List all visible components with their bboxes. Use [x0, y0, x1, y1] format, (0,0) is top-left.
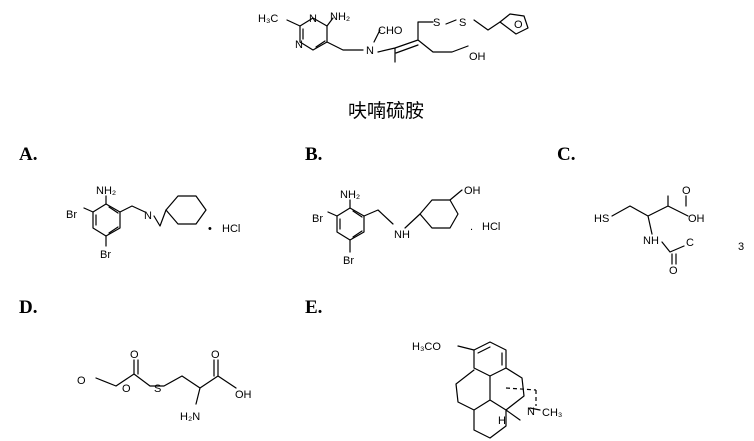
compound-title: 呋喃硫胺	[348, 100, 424, 122]
d-atom-s: S	[154, 383, 161, 395]
b-atom-n: N	[394, 229, 402, 241]
structure-c: HS OH O N H O C 3	[594, 185, 744, 277]
disulfide-chain	[445, 19, 501, 31]
b-salt-dot: .	[470, 221, 473, 233]
c-atom-h: H	[651, 235, 659, 247]
fursultiamine-structure: H₃C NH₂ N N N CHO S S OH O	[258, 11, 529, 63]
c-backbone	[611, 195, 689, 265]
structure-e: H₃CO N CH₃ H	[412, 341, 562, 439]
atom-s1: S	[433, 17, 440, 29]
atom-cho: CHO	[378, 25, 403, 37]
e-benzene-double-bonds	[477, 346, 503, 366]
atom-nh2: NH₂	[330, 11, 350, 23]
atom-oh: OH	[469, 51, 486, 63]
formyl-bond	[373, 29, 381, 43]
a-benzene-double-bonds	[95, 206, 119, 234]
c-atom-o: O	[682, 185, 691, 197]
c-atom-n: N	[643, 235, 651, 247]
a-salt-hcl: HCl	[222, 223, 240, 235]
b-substituent-bonds	[327, 199, 421, 253]
atom-n-amide: N	[366, 45, 374, 57]
d-atom-o-3: O	[211, 349, 220, 361]
e-atom-n: N	[527, 406, 535, 418]
a-atom-nh2: NH₂	[96, 185, 116, 197]
c-atom-hs: HS	[594, 213, 609, 225]
option-a-label: A.	[19, 144, 37, 165]
b-salt-hcl: HCl	[482, 221, 500, 233]
b-atom-oh: OH	[464, 185, 481, 197]
d-atom-o-1: O	[77, 375, 86, 387]
atom-h3c: H₃C	[258, 13, 278, 25]
b-benzene-ring	[336, 207, 365, 241]
b-atom-h: H	[402, 229, 410, 241]
a-atom-n: N	[144, 210, 152, 222]
b-cyclohexane-ring	[419, 199, 459, 229]
ene-double-bond	[395, 44, 419, 54]
e-n-methyl-bond	[529, 407, 541, 411]
d-atom-o-2: O	[122, 383, 131, 395]
structure-d: O O O S OH O H₂N	[77, 349, 252, 423]
e-bridge-dashes	[505, 387, 537, 406]
a-atom-br-2: Br	[100, 249, 111, 261]
thf-ring	[499, 13, 529, 35]
a-salt-dot: •	[208, 223, 212, 235]
a-cyclohexane-ring	[165, 195, 207, 225]
e-atom-ch3: CH₃	[542, 407, 562, 419]
d-atom-oh: OH	[235, 389, 252, 401]
b-hydroxyl-bond	[449, 189, 463, 201]
c-atom-o2: O	[669, 265, 678, 277]
option-c-label: C.	[557, 144, 575, 165]
e-atom-h: H	[498, 415, 506, 427]
d-atom-o-carbonyl: O	[130, 349, 139, 361]
option-b-label: B.	[305, 144, 322, 165]
structure-a: NH₂ Br Br N • HCl	[66, 185, 240, 261]
structure-b: NH₂ Br Br N H OH . HCl	[312, 185, 500, 267]
e-atom-h3co: H₃CO	[412, 341, 441, 353]
b-atom-br-2: Br	[343, 255, 354, 267]
option-d-label: D.	[19, 297, 37, 318]
e-ring-bonds	[455, 345, 525, 439]
atom-n-ring-1: N	[309, 13, 317, 25]
c-atom-c: C	[686, 237, 694, 249]
b-atom-br-1: Br	[312, 213, 323, 225]
atom-n-ring-2: N	[295, 39, 303, 51]
methylene-bridge	[326, 41, 364, 51]
option-e-label: E.	[305, 297, 322, 318]
methyl-bond	[286, 19, 301, 27]
c-atom-oh: OH	[688, 213, 705, 225]
a-atom-br-1: Br	[66, 209, 77, 221]
chain-bonds	[377, 21, 469, 63]
atom-o-ring: O	[514, 19, 523, 31]
a-substituent-bonds	[83, 195, 167, 247]
pyrimidine-double-bonds	[302, 28, 326, 48]
b-benzene-double-bonds	[339, 210, 363, 238]
amino-bond	[326, 17, 334, 27]
d-atom-h2n: H₂N	[180, 411, 200, 423]
atom-s2: S	[459, 17, 466, 29]
d-backbone	[95, 359, 237, 405]
b-atom-nh2: NH₂	[340, 189, 360, 201]
a-benzene-ring	[92, 203, 121, 237]
c-subscript-3: 3	[738, 241, 744, 253]
